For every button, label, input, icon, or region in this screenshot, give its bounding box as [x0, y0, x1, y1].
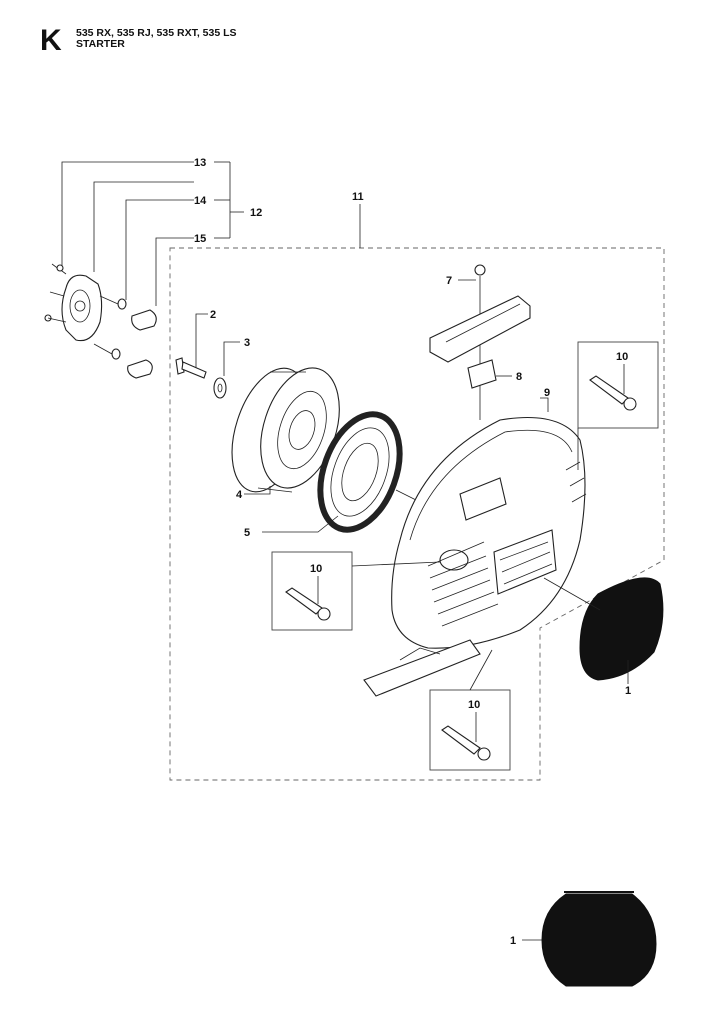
- detail-box-10-top: [577, 341, 659, 429]
- starter-handle-8: [429, 264, 531, 420]
- callout-4: 4: [236, 489, 243, 501]
- callout-1-standalone: 1: [510, 935, 516, 947]
- callout-10-left: 10: [310, 563, 322, 575]
- starter-pulley-4: [231, 367, 340, 495]
- callout-9: 9: [544, 387, 550, 399]
- decal-1-diagram: [543, 577, 664, 684]
- washer-3: [213, 341, 240, 399]
- bolt-10-left: [285, 561, 441, 621]
- callout-15: 15: [194, 233, 206, 245]
- callout-3: 3: [244, 337, 250, 349]
- recoil-spring-5: [262, 411, 425, 533]
- starter-housing-9: [363, 397, 587, 697]
- section-title: STARTER: [76, 38, 125, 50]
- callout-11: 11: [352, 191, 364, 203]
- callout-2: 2: [210, 309, 216, 321]
- assembly-11-boundary: [169, 247, 665, 781]
- section-letter: K: [40, 24, 62, 57]
- callout-12: 12: [250, 207, 262, 219]
- model-list: 535 RX, 535 RJ, 535 RXT, 535 LS: [76, 27, 237, 39]
- callout-10-bottom: 10: [468, 699, 480, 711]
- spring-14-upper: [117, 298, 127, 310]
- callout-1-diagram: 1: [625, 685, 631, 697]
- screw-2: [175, 313, 208, 379]
- pawl-carrier: [44, 263, 157, 379]
- callout-5: 5: [244, 527, 250, 539]
- bolt-10-top: [577, 364, 637, 470]
- detail-box-10-left: [271, 551, 353, 631]
- pawl-15-lower: [127, 359, 153, 379]
- bolt-10-bottom: [441, 649, 493, 761]
- callout-14: 14: [194, 195, 207, 207]
- spring-14-lower: [111, 348, 121, 360]
- callout-13: 13: [194, 157, 206, 169]
- callout-7: 7: [446, 275, 452, 287]
- pawl-15-upper: [131, 309, 157, 331]
- decal-1-standalone: [522, 891, 657, 987]
- pawl-kit-leaders: [61, 161, 244, 306]
- callout-10-top: 10: [616, 351, 628, 363]
- callout-8: 8: [516, 371, 522, 383]
